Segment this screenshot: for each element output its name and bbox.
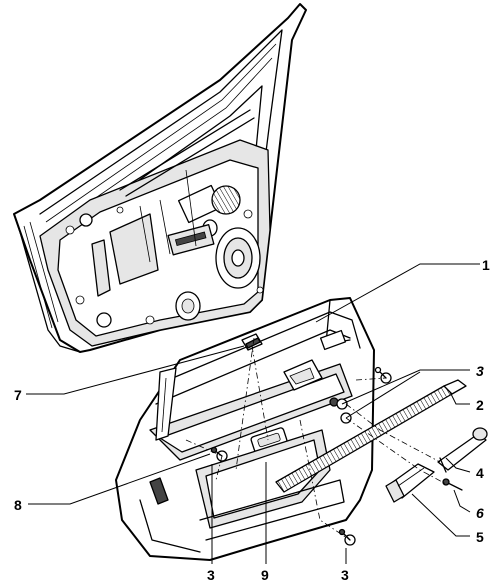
callout-5: 5 <box>476 529 484 545</box>
callout-labels: 1 3 2 4 6 5 7 8 3 9 3 <box>14 257 490 583</box>
leader-lines <box>26 263 480 564</box>
callout-1: 1 <box>482 257 490 273</box>
callout-8: 8 <box>14 497 22 513</box>
screw-3-top-right <box>374 366 392 384</box>
callout-3-right: 3 <box>476 363 484 379</box>
screw-3-bottom-right <box>338 528 356 546</box>
expanding-clip-7 <box>241 333 263 351</box>
trim-strip <box>275 379 467 493</box>
pull-handle <box>437 427 488 473</box>
screw-3-bottom-left <box>210 446 228 462</box>
screw-6 <box>442 478 463 491</box>
door-shell <box>13 3 307 353</box>
callout-9: 9 <box>261 567 269 583</box>
speaker-icon <box>215 227 261 289</box>
handle-cover <box>385 463 435 503</box>
clip-inner-1 <box>329 397 348 410</box>
callout-7: 7 <box>14 387 22 403</box>
callout-4: 4 <box>476 465 484 481</box>
assembly-lines <box>185 337 447 541</box>
callout-6: 6 <box>476 505 484 521</box>
window-motor <box>167 184 241 256</box>
callout-2: 2 <box>476 397 484 413</box>
callout-3-bottom-right: 3 <box>341 567 349 583</box>
door-trim-panel <box>115 297 375 561</box>
callout-3-bottom-left: 3 <box>207 567 215 583</box>
